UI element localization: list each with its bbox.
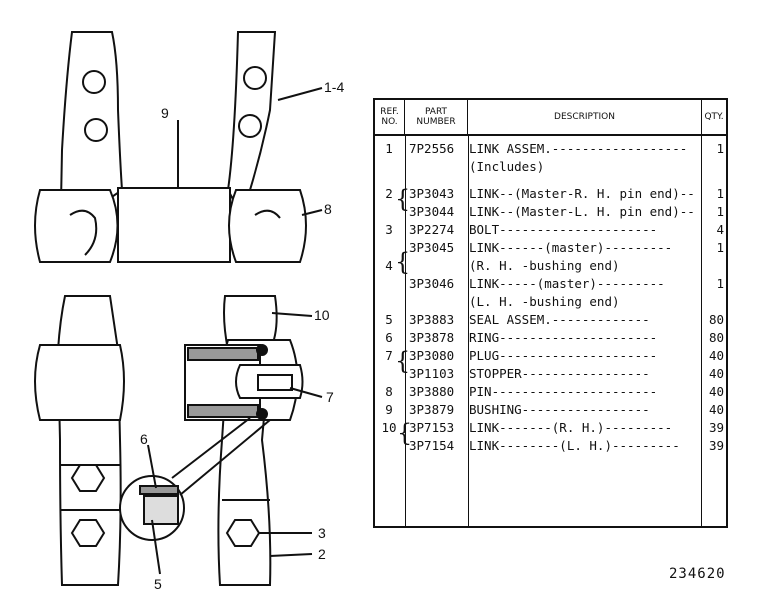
table-row: 3P3045 LINK------(master)---------1 [409,240,724,255]
stopper [257,374,293,391]
link-bolt-head [225,519,261,547]
table-header: REF. NO. PART NUMBER DESCRIPTION QTY. [375,100,726,136]
leader-line-6 [147,444,157,489]
plate-bolt-hole [238,114,262,138]
callout-9: 9 [161,105,169,121]
callout-3: 3 [318,525,326,541]
group-brace: { [395,347,411,375]
plate-bolt-hole [84,118,108,142]
group-brace: { [397,419,413,447]
lower-left-link-plate [56,295,122,586]
table-row: (L. H. -bushing end) [469,294,620,309]
header-part-number: PART NUMBER [405,100,468,134]
link-bolt-head [70,519,106,547]
callout-7: 7 [326,389,334,405]
header-description: DESCRIPTION [468,100,702,134]
table-row: (Includes) [469,159,545,174]
plate-bolt-hole [243,66,267,90]
leader-line-5 [151,519,161,575]
plate-bolt-hole [82,70,106,94]
track-link-exploded-drawing: 1-4 9 8 10 7 6 3 2 5 [34,31,344,592]
table-row: 3P3046 LINK-----(master)---------1 [409,276,724,291]
leader-line-8 [301,209,323,216]
leader-line-1-4 [277,87,323,101]
callout-1-4: 1-4 [324,79,344,95]
plug [256,344,268,356]
upper-bushing [117,187,231,263]
table-row: 3P1103 STOPPER-----------------40 [409,366,724,381]
table-row: 4 (R. H. -bushing end) [385,258,620,273]
seal-assembly [143,495,179,525]
group-brace: { [395,248,411,276]
callout-5: 5 [154,576,162,592]
upper-pin-boss-left [34,189,119,263]
leader-line-2 [269,553,313,557]
callout-10: 10 [314,307,330,323]
callout-6: 6 [140,431,148,447]
leader-line-10 [271,312,313,317]
callout-2: 2 [318,546,326,562]
figure-number: 234620 [669,566,726,582]
header-qty: QTY. [704,112,724,122]
leader-line-7 [289,387,323,398]
seal-ring [139,485,179,495]
group-brace: { [395,185,411,213]
upper-pin-boss-right [228,189,307,263]
table-row: 3P7154 LINK--------(L. H.)---------39 [409,438,724,453]
lower-pin-boss-left [34,344,125,421]
table-row: 3P3044 LINK--(Master-L. H. pin end)--1 [409,204,724,219]
header-ref-no: REF. NO. [375,100,405,134]
callout-8: 8 [324,201,332,217]
